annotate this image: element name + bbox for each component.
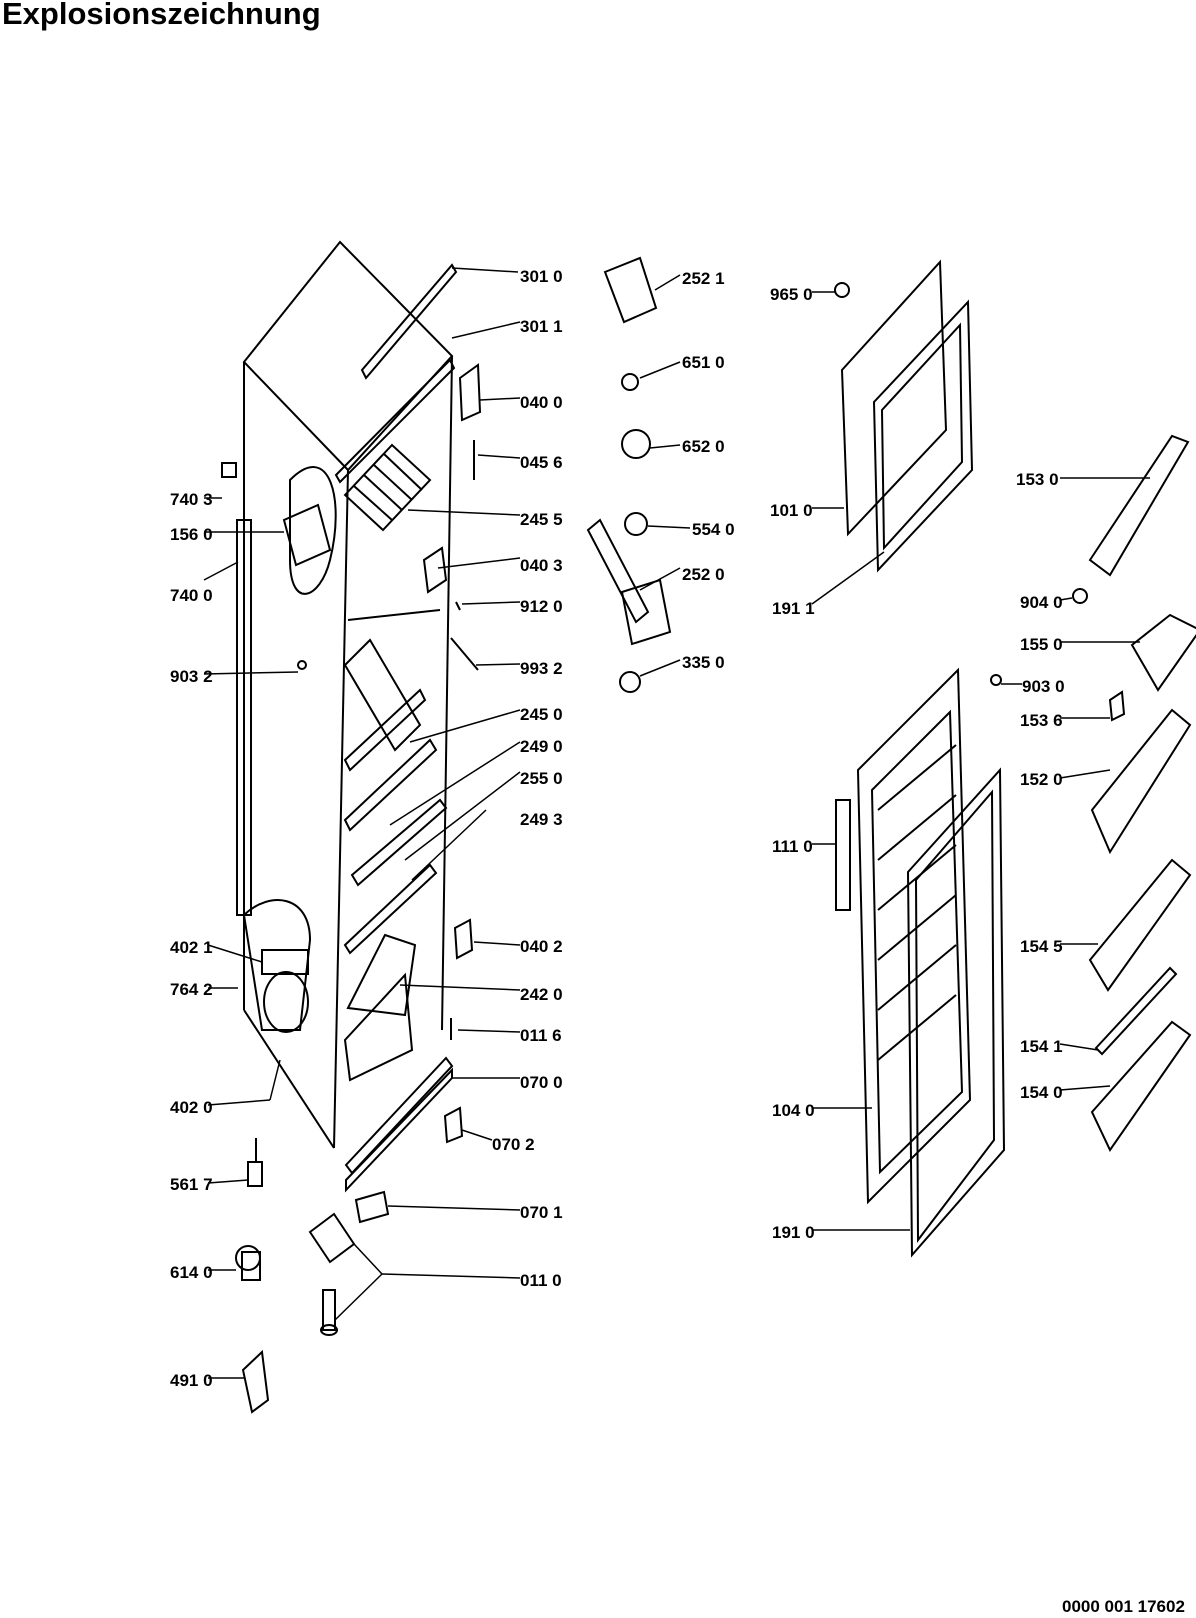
callout-label: 070 0 xyxy=(520,1073,563,1092)
callout-label: 040 2 xyxy=(520,937,563,956)
callout-label: 252 1 xyxy=(682,269,725,288)
callout-label: 912 0 xyxy=(520,597,563,616)
thermostat-parts xyxy=(586,256,672,693)
callout-label: 155 0 xyxy=(1020,635,1063,654)
freezer-door xyxy=(834,259,974,573)
callout-label: 154 5 xyxy=(1020,937,1063,956)
callout-label: 101 0 xyxy=(770,501,813,520)
callout-label: 903 2 xyxy=(170,667,213,686)
callout-label: 904 0 xyxy=(1020,593,1063,612)
callout-label: 255 0 xyxy=(520,769,563,788)
callout-label: 965 0 xyxy=(770,285,813,304)
callout-label: 156 0 xyxy=(170,525,213,544)
callout-label: 491 0 xyxy=(170,1371,213,1390)
callout-label: 152 0 xyxy=(1020,770,1063,789)
callout-label: 191 0 xyxy=(772,1223,815,1242)
callout-label: 402 0 xyxy=(170,1098,213,1117)
callout-label: 040 3 xyxy=(520,556,563,575)
callout-label: 561 7 xyxy=(170,1175,213,1194)
callout-label: 070 2 xyxy=(492,1135,535,1154)
callout-label: 011 6 xyxy=(520,1026,562,1045)
callout-label: 252 0 xyxy=(682,565,725,584)
callout-label: 335 0 xyxy=(682,653,725,672)
door-shelves xyxy=(990,434,1196,1152)
callout-label: 153 6 xyxy=(1020,711,1063,730)
drawing-number: 0000 001 17602 xyxy=(1062,1597,1185,1616)
callout-label: 153 0 xyxy=(1016,470,1059,489)
callout-label: 402 1 xyxy=(170,938,213,957)
callout-label: 104 0 xyxy=(772,1101,815,1120)
fridge-shelf xyxy=(343,638,448,955)
callout-label: 740 0 xyxy=(170,586,213,605)
small-parts xyxy=(221,363,482,1414)
callout-label: 764 2 xyxy=(170,980,213,999)
freezer-grid xyxy=(343,443,432,532)
vegetable-drawer xyxy=(343,933,417,1082)
top-trim xyxy=(334,263,458,484)
callout-label: 154 1 xyxy=(1020,1037,1063,1056)
callout-label: 301 1 xyxy=(520,317,563,336)
callout-label: 614 0 xyxy=(170,1263,213,1282)
cabinet-body xyxy=(242,240,454,1149)
callout-label: 245 5 xyxy=(520,510,563,529)
callout-label: 070 1 xyxy=(520,1203,563,1222)
callout-label: 111 0 xyxy=(772,837,813,856)
callout-label: 651 0 xyxy=(682,353,725,372)
callout-label: 045 6 xyxy=(520,453,563,472)
callout-label: 191 1 xyxy=(772,599,815,618)
callout-label: 242 0 xyxy=(520,985,563,1004)
callout-label: 554 0 xyxy=(692,520,735,539)
callout-label: 903 0 xyxy=(1022,677,1065,696)
callout-label: 040 0 xyxy=(520,393,563,412)
callout-label: 011 0 xyxy=(520,1271,562,1290)
page-title: Explosionszeichnung xyxy=(2,0,321,31)
condenser xyxy=(236,519,252,916)
callout-label: 993 2 xyxy=(520,659,563,678)
callout-label: 154 0 xyxy=(1020,1083,1063,1102)
callout-label: 652 0 xyxy=(682,437,725,456)
callout-label: 249 3 xyxy=(520,810,563,829)
callout-label: 740 3 xyxy=(170,490,213,509)
callout-labels: 301 0 301 1 040 0 045 6 245 5 040 3 912 … xyxy=(170,267,1065,1390)
callout-label: 249 0 xyxy=(520,737,563,756)
fridge-door xyxy=(835,667,1006,1258)
callout-label: 301 0 xyxy=(520,267,563,286)
callout-label: 245 0 xyxy=(520,705,563,724)
plinth xyxy=(344,1056,454,1193)
leader-lines xyxy=(203,267,1150,1379)
